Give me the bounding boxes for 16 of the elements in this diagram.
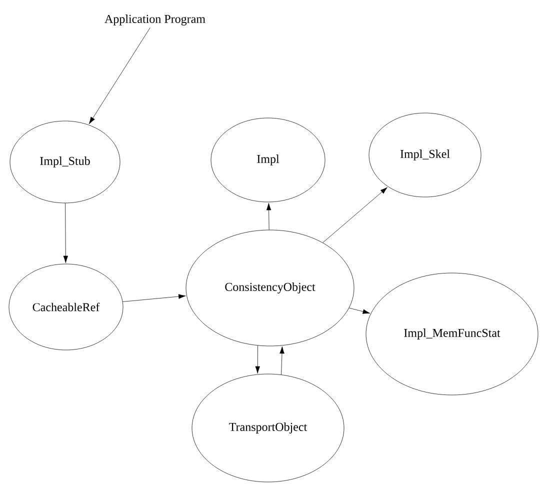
ellipse-node: TransportObject	[192, 374, 344, 482]
ellipse-node: ConsistencyObject	[186, 230, 354, 346]
arrow	[255, 345, 260, 374]
arrow	[266, 202, 272, 230]
ellipse-node: Impl_Stub	[10, 120, 120, 204]
arrow	[63, 203, 68, 264]
ellipse-node: Impl_MemFuncStat	[366, 272, 538, 396]
arrow	[280, 346, 284, 375]
arrow	[348, 308, 370, 314]
ellipse-node: CacheableRef	[8, 264, 124, 350]
arrow	[122, 294, 186, 302]
ellipse-node: Impl_Skel	[368, 112, 482, 198]
ellipse-node: Impl	[210, 118, 326, 202]
arrow	[322, 187, 388, 243]
text-label: Application Program	[104, 14, 206, 26]
arrow	[88, 27, 150, 124]
